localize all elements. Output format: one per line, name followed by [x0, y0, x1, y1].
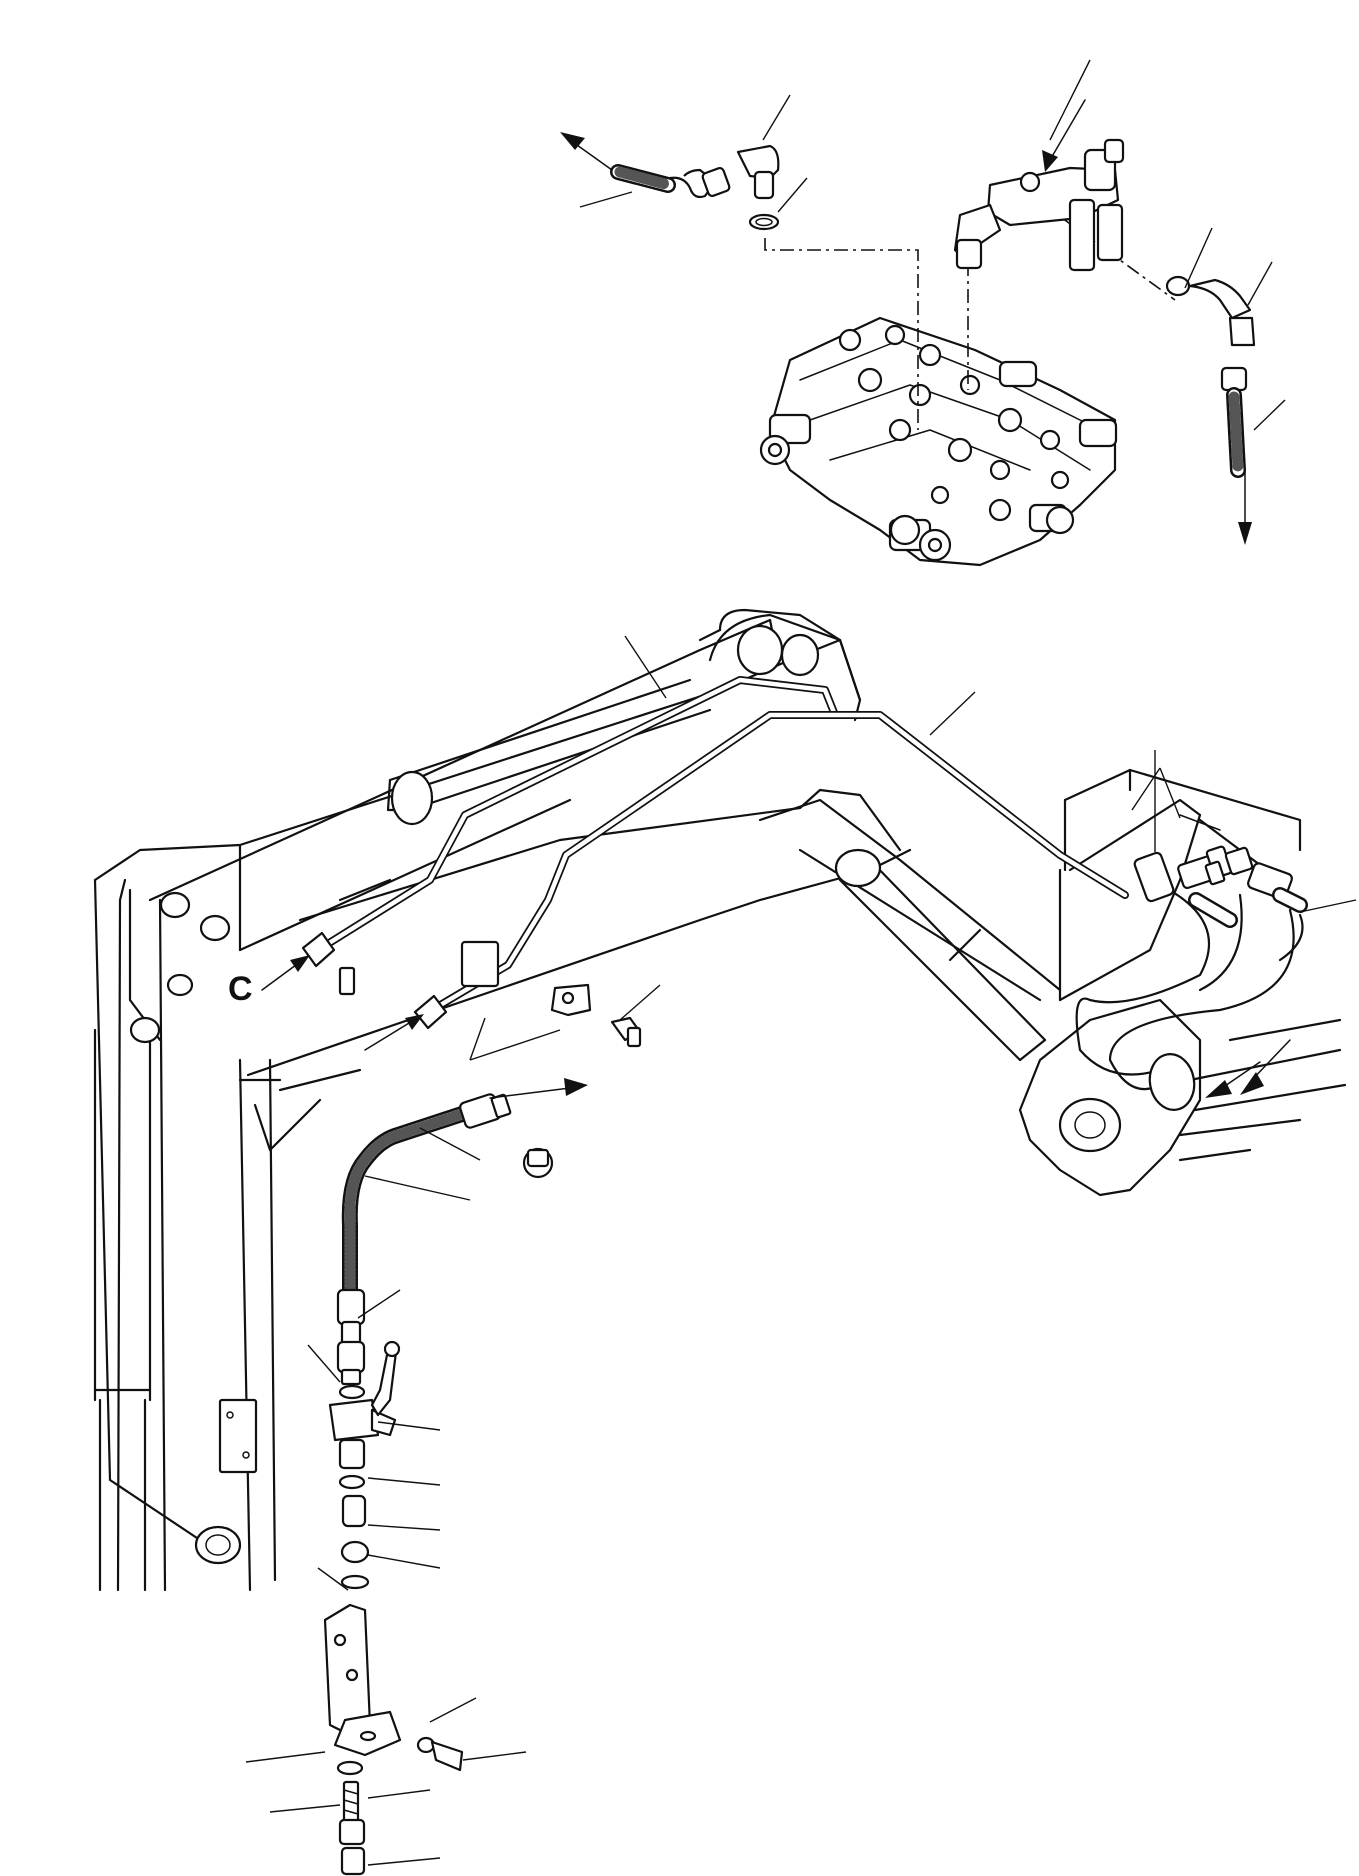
ball-valve-stack	[328, 1340, 401, 1590]
mounting-bracket	[218, 1398, 464, 1876]
callout-label-c: C	[228, 970, 253, 1008]
leader-lines	[245, 59, 1357, 1866]
boom-structure	[93, 608, 1347, 1592]
tee-valve-right	[953, 138, 1256, 478]
control-valve-block	[759, 316, 1118, 567]
flow-arrows	[261, 99, 1291, 1099]
boom-pipe-lower	[413, 711, 1129, 1030]
boom-pipe-upper	[301, 676, 839, 968]
arm-hose-assembly	[336, 1093, 554, 1346]
elbow-fitting-left	[610, 144, 780, 231]
pipe-clamp	[338, 940, 642, 1048]
boom-hose-loop	[1075, 845, 1308, 1111]
